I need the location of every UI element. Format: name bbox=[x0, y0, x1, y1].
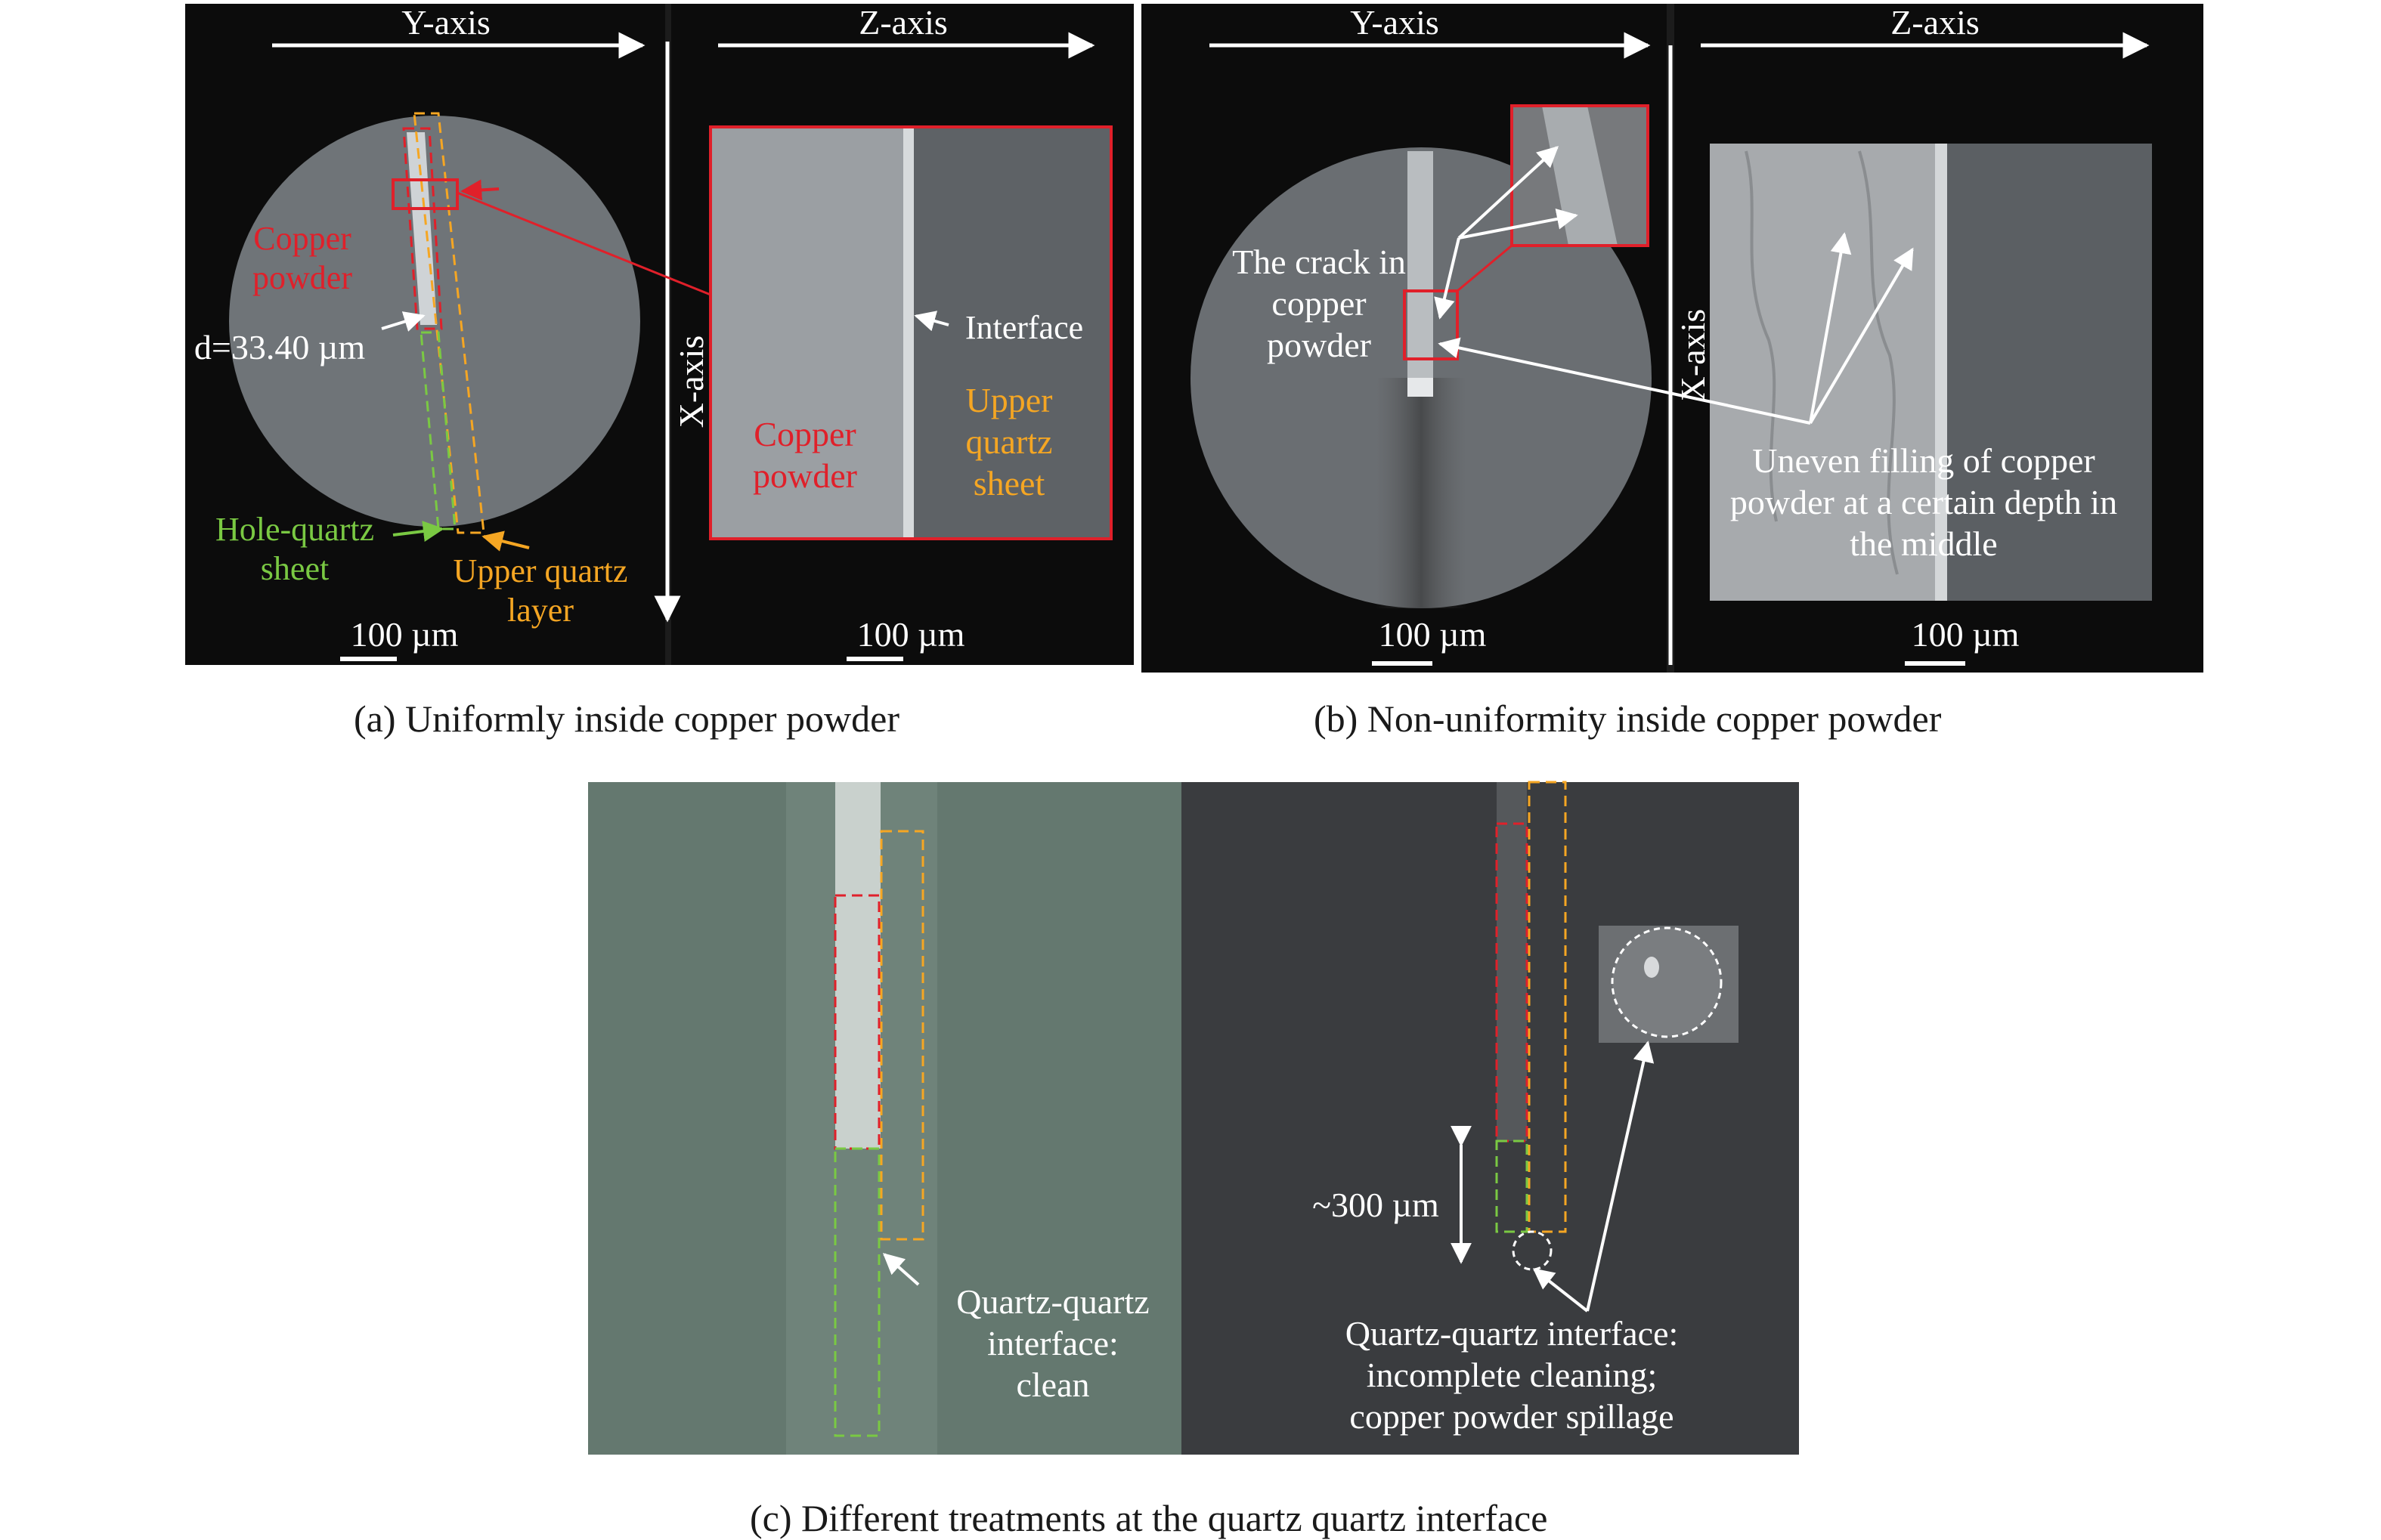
inset-a-interface bbox=[903, 127, 914, 539]
z-axis-label-a: Z-axis bbox=[859, 3, 948, 42]
inset-b-interface bbox=[1935, 144, 1947, 601]
caption-b: (b) Non-uniformity inside copper powder bbox=[1314, 697, 1942, 740]
diameter-arrow bbox=[381, 311, 426, 332]
caption-c: (c) Different treatments at the quartz q… bbox=[750, 1497, 1548, 1539]
c-right-copper bbox=[1497, 782, 1527, 1141]
hole-quartz-arrow bbox=[392, 521, 444, 542]
incomplete-arrow-2 bbox=[1586, 1041, 1655, 1312]
c-left-copper bbox=[835, 782, 881, 1149]
diameter-label: d=33.40 µm bbox=[194, 328, 365, 366]
crack-arrow-1 bbox=[1457, 146, 1559, 240]
c-right-orange bbox=[1528, 781, 1567, 1233]
z-axis-label-b: Z-axis bbox=[1890, 3, 1980, 42]
zoom-box-a bbox=[392, 178, 459, 210]
crack-link-b bbox=[1457, 244, 1513, 292]
panel-c-right-background bbox=[1181, 782, 1799, 1455]
scale-label-b-right: 100 µm bbox=[1912, 615, 2020, 654]
inset-b-copper bbox=[1710, 144, 1944, 601]
clean-arrow bbox=[882, 1253, 920, 1286]
scale-label-b-left: 100 µm bbox=[1379, 615, 1487, 654]
beam-shadow-b bbox=[1376, 378, 1466, 608]
distance-label: ~300 µm bbox=[1312, 1186, 1439, 1224]
spill-inset-particle bbox=[1644, 957, 1659, 978]
interface-label: Interface bbox=[965, 309, 1083, 346]
caption-a: (a) Uniformly inside copper powder bbox=[354, 697, 899, 740]
zoom-link-a bbox=[457, 191, 711, 296]
crack-arrow-2 bbox=[1458, 209, 1578, 240]
interface-arrow bbox=[914, 311, 949, 332]
crack-box-b bbox=[1403, 289, 1459, 360]
scale-label-a-left: 100 µm bbox=[351, 615, 459, 654]
x-axis-label-b: X-axis bbox=[1674, 309, 1712, 402]
column-end-b bbox=[1407, 378, 1433, 397]
y-axis-label-a: Y-axis bbox=[401, 3, 491, 42]
spill-inset-circle bbox=[1611, 926, 1723, 1038]
uneven-arrow-3 bbox=[1809, 247, 1914, 425]
c-right-green bbox=[1495, 1140, 1528, 1233]
copper-column-b bbox=[1407, 151, 1433, 393]
crack-inset-band bbox=[1542, 106, 1618, 246]
uneven-arrow-1 bbox=[1438, 337, 1811, 425]
spill-circle bbox=[1512, 1230, 1553, 1271]
uneven-crack-2 bbox=[1858, 150, 1899, 575]
c-left-orange bbox=[880, 830, 924, 1241]
c-right-red bbox=[1495, 822, 1528, 1143]
upper-quartz-arrow bbox=[481, 530, 530, 552]
zoom-pointer-a bbox=[460, 179, 500, 201]
inset-a-copper bbox=[711, 127, 911, 539]
c-left-green bbox=[834, 1147, 881, 1437]
incomplete-label: Quartz-quartz interface:incomplete clean… bbox=[1345, 1314, 1679, 1436]
crack-arrow-3 bbox=[1434, 237, 1460, 320]
uneven-crack-1 bbox=[1745, 150, 1778, 522]
y-axis-label-b: Y-axis bbox=[1350, 3, 1439, 42]
inset-a-quartz bbox=[911, 127, 1111, 539]
incomplete-arrow-1 bbox=[1532, 1268, 1589, 1313]
copper-outline bbox=[402, 127, 443, 330]
inset-a-frame bbox=[709, 125, 1113, 540]
inset-b-quartz bbox=[1944, 144, 2152, 601]
uneven-arrow-2 bbox=[1809, 232, 1852, 424]
crack-inset-frame bbox=[1510, 104, 1649, 247]
scale-label-a-right: 100 µm bbox=[857, 615, 965, 654]
x-axis-label-a: X-axis bbox=[672, 336, 711, 428]
